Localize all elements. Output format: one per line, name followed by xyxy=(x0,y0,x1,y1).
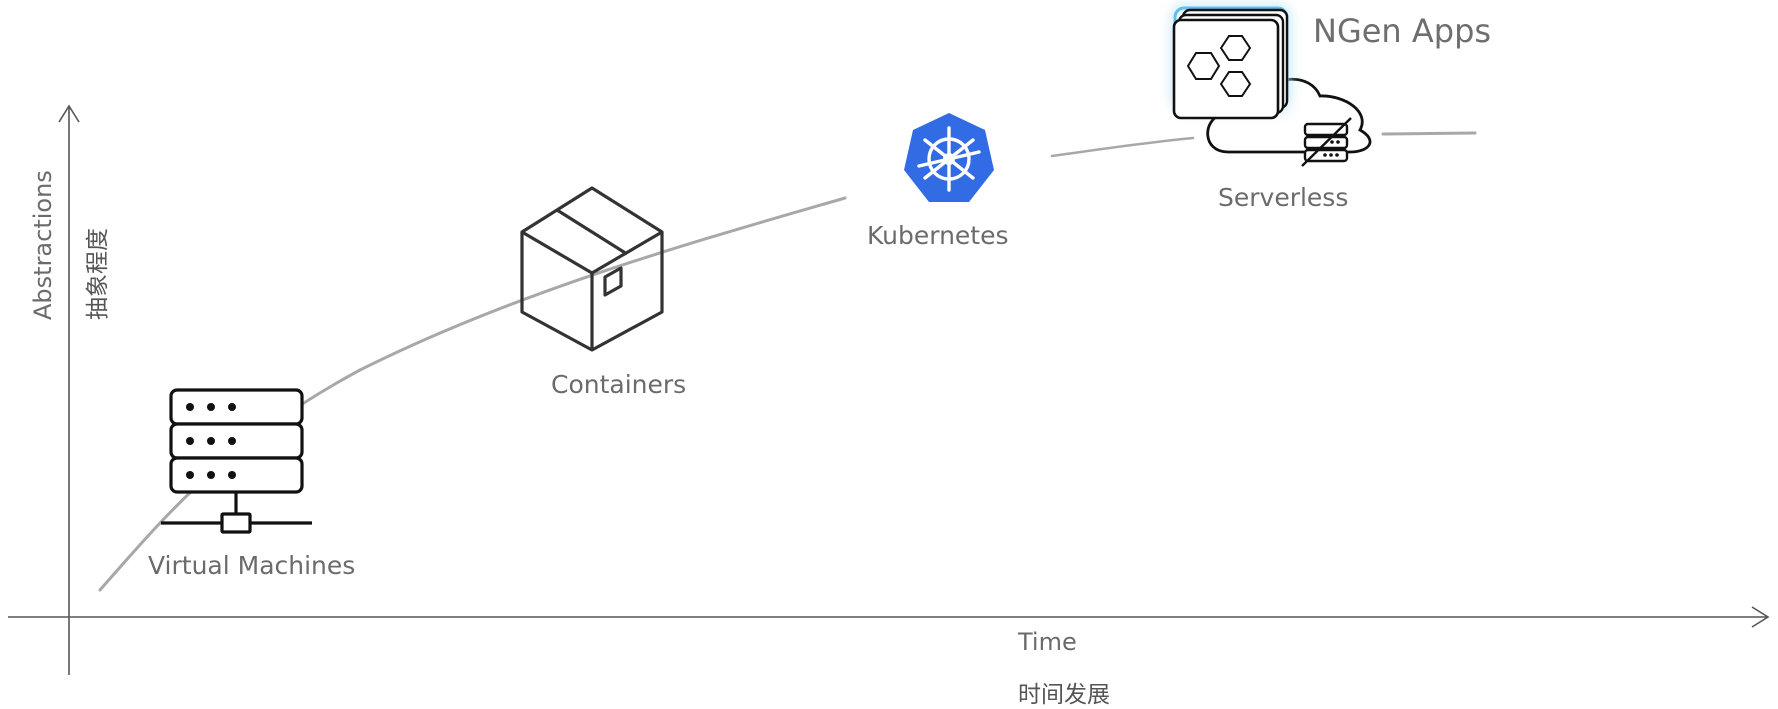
y-axis-label-cn: 抽象程度 xyxy=(85,228,111,320)
ngen-apps-label: NGen Apps xyxy=(1313,12,1492,50)
kubernetes-helm-icon xyxy=(904,113,994,202)
stage-label-virtual-machines: Virtual Machines xyxy=(148,551,356,580)
server-rack-icon xyxy=(161,388,312,534)
stage-label-serverless: Serverless xyxy=(1218,183,1349,212)
growth-curve xyxy=(98,131,1477,592)
stage-label-containers: Containers xyxy=(551,370,687,399)
y-axis xyxy=(58,104,80,675)
y-axis-label: Abstractions xyxy=(29,170,57,320)
app-stack-icon xyxy=(1172,6,1289,120)
x-axis xyxy=(8,606,1770,628)
x-axis-label: Time xyxy=(1018,628,1077,656)
stage-label-kubernetes: Kubernetes xyxy=(867,221,1009,250)
x-axis-label-cn: 时间发展 xyxy=(1018,682,1110,708)
box-icon xyxy=(520,186,664,352)
